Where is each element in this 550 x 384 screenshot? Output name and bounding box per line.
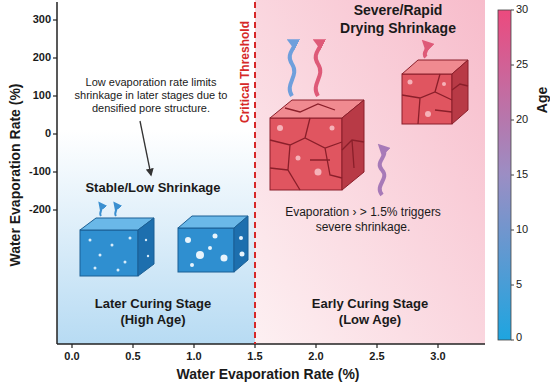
tick-label: 1.5 <box>247 350 262 363</box>
tick-label: 0.0 <box>64 350 79 363</box>
concrete-cube <box>80 218 154 276</box>
cracked-cube <box>270 100 364 190</box>
axis-title: Water Evaporation Rate (%) <box>176 366 359 383</box>
colorbar-title: Age <box>534 87 550 113</box>
tick-label: -200 <box>29 203 51 216</box>
severe-zone-fill <box>255 0 485 344</box>
tick-label: 2.0 <box>308 350 323 363</box>
tick-label: 3.0 <box>430 350 445 363</box>
vapour-arrow <box>100 205 102 216</box>
stable-zone-fill <box>57 130 255 344</box>
tick-label: 1.0 <box>186 350 201 363</box>
colorbar <box>498 10 511 340</box>
colorbar-tick: 15 <box>516 168 528 181</box>
colorbar-tick: 25 <box>516 58 528 71</box>
stage-label: Later Curing Stage (High Age) <box>88 296 218 329</box>
colorbar-tick: 0 <box>516 331 522 344</box>
leader-arrow <box>140 121 151 175</box>
tick-label: 100 <box>33 89 51 102</box>
callout-note: Evaporation › > 1.5% triggers severe shr… <box>281 205 446 235</box>
concrete-cube <box>178 216 248 272</box>
threshold-label: Critical Threshold <box>238 21 252 123</box>
vapour-arrow <box>380 148 385 195</box>
threshold-line <box>254 2 256 344</box>
stage-label: Early Curing Stage (Low Age) <box>305 296 435 329</box>
colorbar-tick: 30 <box>516 3 528 16</box>
tick-label: 200 <box>33 51 51 64</box>
colorbar-tick: 10 <box>516 223 528 236</box>
tick-label: 0 <box>45 127 51 140</box>
vapour-arrow <box>290 42 295 96</box>
cracked-cube <box>402 60 468 124</box>
colorbar-tick: 5 <box>516 278 522 291</box>
axis-title: Water Evaporation Rate (%) <box>7 83 24 266</box>
x-axis <box>57 343 485 345</box>
y-axis <box>56 2 58 344</box>
vapour-arrow <box>115 205 117 216</box>
colorbar-ticks <box>511 10 514 340</box>
tick-label: 0.5 <box>125 350 140 363</box>
tick-label: 2.5 <box>369 350 384 363</box>
zone-heading: Severe/Rapid Drying Shrinkage <box>336 2 461 37</box>
tick-label: 300 <box>33 13 51 26</box>
vapour-arrow <box>316 42 321 96</box>
stable-zone-band: Stable/Low ShrinkageLater Curing Stage (… <box>57 178 255 344</box>
vapour-arrow <box>425 44 428 57</box>
severe-zone-band: Severe/Rapid Drying ShrinkageEvaporation… <box>255 0 485 344</box>
colorbar-tick: 20 <box>516 113 528 126</box>
axis-ticks <box>53 20 438 348</box>
zone-heading: Stable/Low Shrinkage <box>58 180 248 196</box>
tick-label: -100 <box>29 165 51 178</box>
callout-note: Low evaporation rate limits shrinkage in… <box>72 76 230 116</box>
